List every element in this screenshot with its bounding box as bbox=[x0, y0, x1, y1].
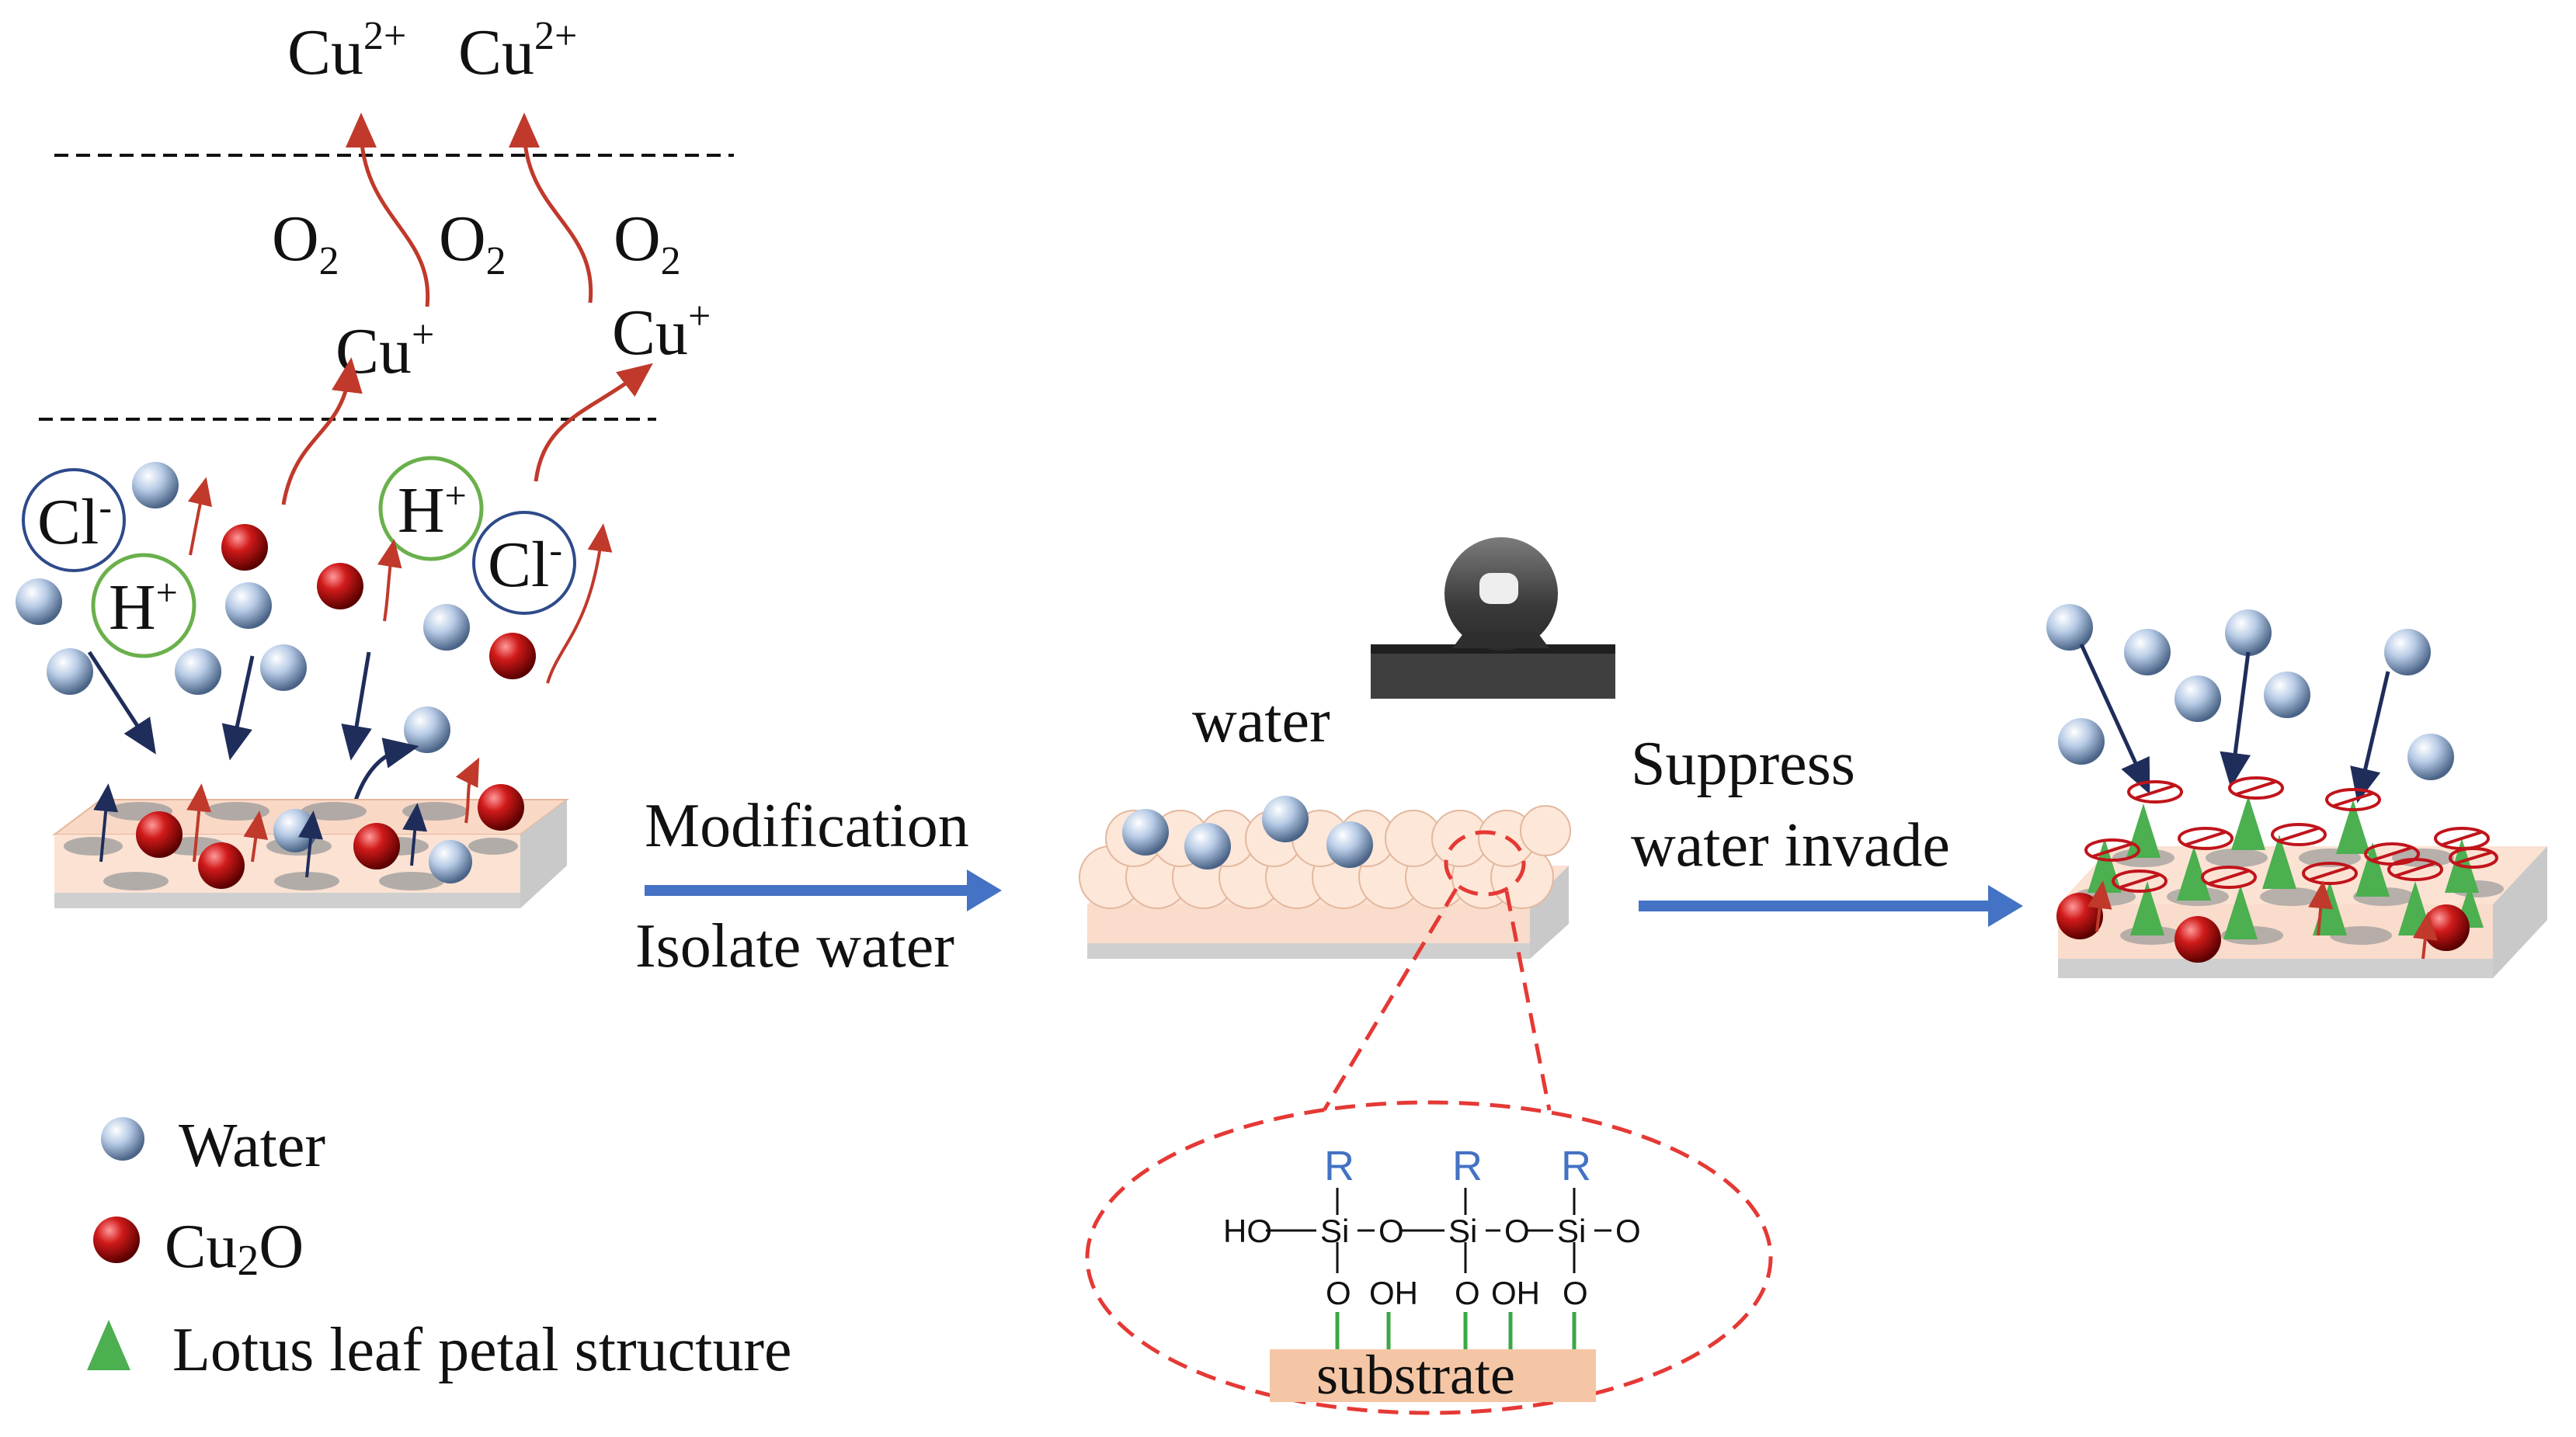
svg-text:OH: OH bbox=[1369, 1275, 1418, 1311]
substrate-label: substrate bbox=[1316, 1344, 1515, 1406]
suppress-label: Suppress bbox=[1631, 730, 1855, 798]
legend-item-lotus: Lotus leaf petal structure bbox=[87, 1316, 791, 1384]
cuplus-label-right: Cu+ bbox=[612, 294, 711, 369]
svg-text:Si: Si bbox=[1320, 1213, 1349, 1249]
water-droplet-label: water bbox=[1192, 687, 1330, 755]
svg-text:R: R bbox=[1324, 1143, 1354, 1189]
chloride-ion-right: Cl- bbox=[472, 511, 576, 615]
substrate-block bbox=[1270, 1349, 1596, 1402]
svg-text:O: O bbox=[1455, 1275, 1480, 1311]
svg-text:O: O bbox=[1378, 1213, 1404, 1249]
left-surface-small-arrows bbox=[93, 757, 480, 878]
svg-text:H+: H+ bbox=[109, 571, 178, 644]
o2-label-2: O2 bbox=[439, 203, 506, 283]
right-surface-small-arrows bbox=[2087, 880, 2438, 960]
modification-label: Modification bbox=[645, 792, 969, 860]
isolate-water-label: Isolate water bbox=[635, 912, 954, 981]
svg-text:R: R bbox=[1561, 1143, 1591, 1189]
contact-angle-photo bbox=[1371, 537, 1615, 699]
svg-text:Cl-: Cl- bbox=[488, 528, 562, 601]
left-surface-particles bbox=[136, 784, 524, 889]
legend-item-water: Water bbox=[101, 1112, 325, 1180]
legend-item-cu2o: Cu2O bbox=[93, 1213, 304, 1285]
process-arrow-modification bbox=[645, 869, 1002, 911]
svg-text:O: O bbox=[1563, 1275, 1588, 1311]
svg-text:Cl-: Cl- bbox=[37, 485, 112, 558]
middle-water-molecules bbox=[1122, 796, 1373, 869]
svg-text:R: R bbox=[1452, 1143, 1483, 1189]
hydrogen-ion-right: H+ bbox=[378, 456, 484, 561]
zoom-callout bbox=[1085, 830, 1773, 1415]
svg-text:O: O bbox=[1615, 1213, 1641, 1249]
svg-text:Cu2O: Cu2O bbox=[165, 1213, 304, 1285]
cu2plus-label-right: Cu2+ bbox=[458, 14, 577, 89]
svg-text:Water: Water bbox=[179, 1112, 325, 1180]
left-water-attack-arrows bbox=[87, 651, 419, 808]
svg-text:O: O bbox=[1504, 1213, 1530, 1249]
right-water-blocked-arrows bbox=[2079, 643, 2390, 804]
no-entry-symbols bbox=[2084, 776, 2498, 893]
right-water-molecules bbox=[2046, 604, 2454, 780]
svg-text:Lotus leaf petal structure: Lotus leaf petal structure bbox=[172, 1316, 791, 1384]
cu2plus-label-left: Cu2+ bbox=[287, 14, 406, 89]
left-cu2o-particles bbox=[221, 524, 536, 679]
svg-text:H+: H+ bbox=[398, 474, 467, 547]
water-invade-label: water invade bbox=[1631, 811, 1950, 880]
o2-label-3: O2 bbox=[614, 203, 681, 283]
hydrogen-ion-left: H+ bbox=[91, 553, 196, 658]
svg-text:Si: Si bbox=[1448, 1213, 1477, 1249]
svg-text:O: O bbox=[1326, 1275, 1351, 1311]
left-ion-release-arrows bbox=[187, 477, 613, 684]
oxidation-flow-arrows bbox=[281, 113, 653, 505]
left-water-molecules bbox=[16, 462, 470, 753]
o2-label-1: O2 bbox=[272, 203, 339, 283]
siloxane-structure: R R R HO Si O Si O Si O O OH O OH O bbox=[1223, 1143, 1641, 1406]
svg-text:OH: OH bbox=[1491, 1275, 1540, 1311]
svg-text:Si: Si bbox=[1557, 1213, 1586, 1249]
process-arrow-suppress bbox=[1639, 885, 2023, 927]
chloride-ion-left: Cl- bbox=[22, 468, 126, 572]
legend: Water Cu2O Lotus leaf petal structure bbox=[87, 1112, 791, 1384]
svg-text:HO: HO bbox=[1223, 1213, 1272, 1249]
